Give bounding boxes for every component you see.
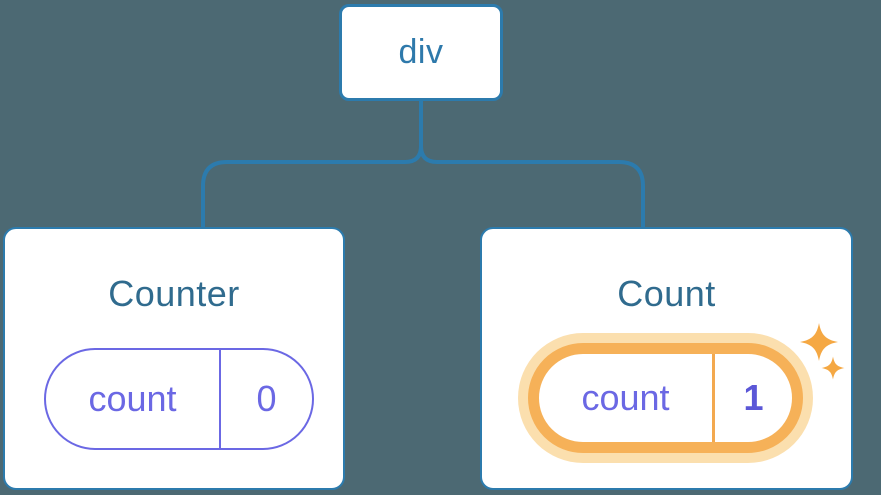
state-key-label: count [539, 354, 715, 442]
connector-right-branch [419, 101, 645, 227]
sparkle-large [800, 323, 838, 361]
state-value: 0 [256, 378, 277, 419]
root-node-label: div [398, 33, 444, 71]
card-title-count: Count [617, 273, 716, 314]
sparkle-small [821, 356, 845, 380]
state-pill-count-highlighted: count 1 [528, 343, 803, 453]
connector-left-branch [201, 101, 423, 227]
sparkles-icon [800, 323, 845, 380]
root-node-div: div [339, 4, 503, 101]
component-card-count: Count count 1 [480, 227, 853, 490]
card-title-counter: Counter [108, 273, 240, 314]
state-value: 1 [743, 377, 764, 418]
component-card-counter: Counter count 0 [3, 227, 345, 490]
state-pill-counter: count 0 [44, 348, 314, 450]
state-key-label: count [46, 350, 221, 448]
